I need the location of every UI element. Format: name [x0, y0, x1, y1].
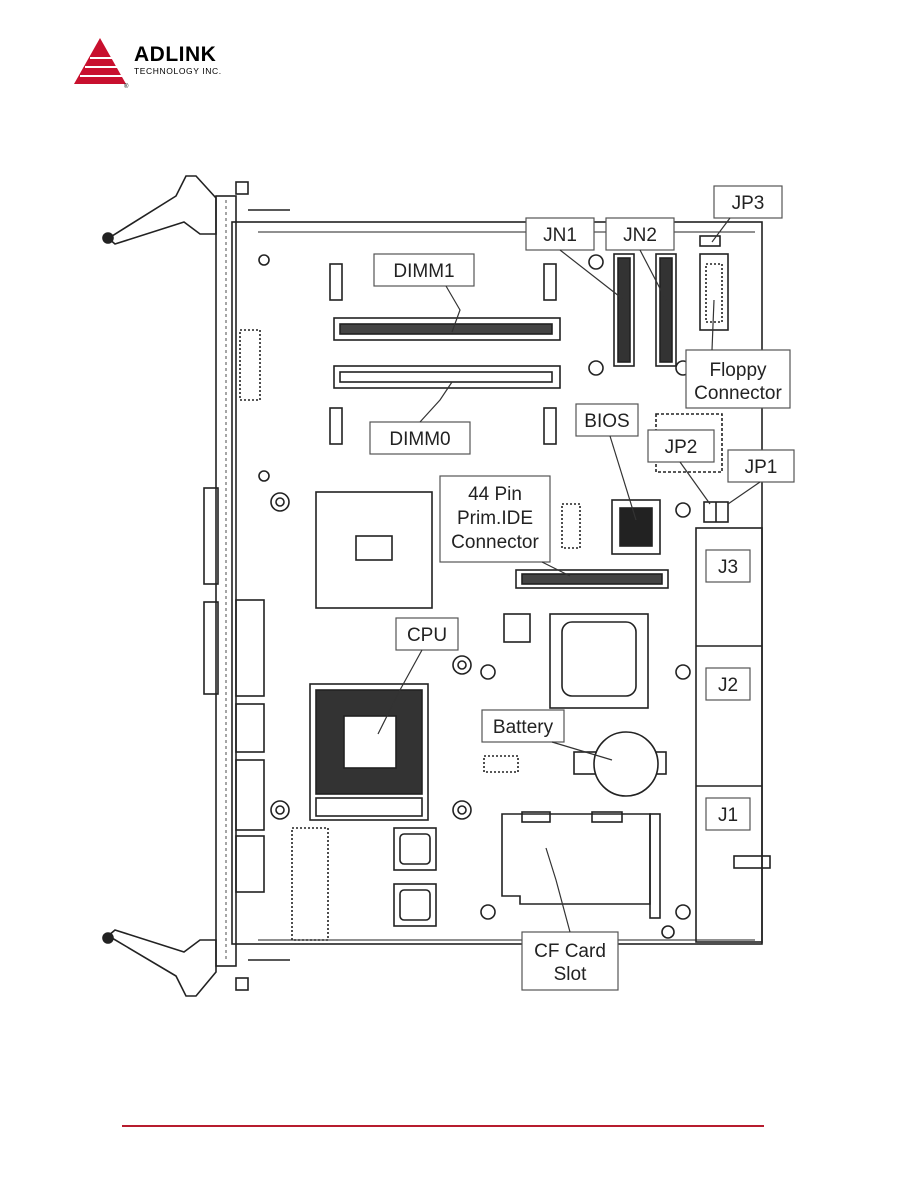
- jn1-label: JN1: [543, 225, 577, 246]
- label-box-jp1: [727, 449, 795, 483]
- dimm0-slot: [329, 365, 561, 445]
- dimm1-slot: [329, 263, 561, 341]
- label-box-jn2: [605, 217, 675, 251]
- j1-label: J1: [718, 805, 738, 826]
- label-box-jp3: [713, 185, 783, 219]
- dimm0-label: DIMM0: [389, 429, 450, 450]
- cf-label-line2: Slot: [554, 964, 587, 985]
- label-box-floppy: [685, 349, 791, 409]
- brand-name: ADLINK: [134, 43, 217, 66]
- label-box-dimm1: [373, 253, 475, 287]
- floppy-label-line2: Connector: [694, 383, 782, 404]
- label-box-battery: [481, 709, 565, 743]
- jp3-jumper: [699, 235, 721, 247]
- label-box-jn1: [525, 217, 595, 251]
- brand-tagline: TECHNOLOGY INC.: [134, 66, 222, 76]
- label-box-jp2: [647, 429, 715, 463]
- label-box-ide: [439, 475, 551, 563]
- cf-label-line1: CF Card: [534, 941, 606, 962]
- label-box-j1: [705, 797, 751, 831]
- rear-connector-block: [695, 527, 763, 943]
- label-box-bios: [575, 403, 639, 437]
- ide-connector: [515, 569, 669, 589]
- footer-rule: [122, 1125, 764, 1127]
- ide-label-line2: Prim.IDE: [457, 508, 533, 529]
- jp3-label: JP3: [732, 193, 765, 214]
- top-ejector-handle: [106, 175, 217, 245]
- adlink-logo: ® ADLINK TECHNOLOGY INC.: [74, 36, 274, 90]
- svg-text:®: ®: [124, 83, 129, 90]
- ide-label-line1: 44 Pin: [468, 484, 522, 505]
- southbridge-chip: [549, 613, 649, 709]
- front-panel: [215, 195, 237, 967]
- northbridge-chip: [315, 491, 433, 609]
- j2-label: J2: [718, 675, 738, 696]
- adlink-triangle-icon: ®: [74, 38, 129, 90]
- floppy-label-line1: Floppy: [709, 360, 767, 381]
- battery-label: Battery: [493, 717, 554, 738]
- label-box-dimm0: [369, 421, 471, 455]
- jp2-label: JP2: [665, 437, 698, 458]
- bottom-ejector-handle: [106, 929, 217, 997]
- floppy-connector: [699, 253, 729, 331]
- dimm1-label: DIMM1: [393, 261, 454, 282]
- jn2-label: JN2: [623, 225, 657, 246]
- label-box-j3: [705, 549, 751, 583]
- battery-holder: [573, 731, 667, 797]
- cpu-label: CPU: [407, 625, 447, 646]
- bios-label: BIOS: [584, 411, 629, 432]
- label-box-cpu: [395, 617, 459, 651]
- label-box-j2: [705, 667, 751, 701]
- j3-label: J3: [718, 557, 738, 578]
- jp1-label: JP1: [745, 457, 778, 478]
- label-box-cf: [521, 931, 619, 991]
- ide-label-line3: Connector: [451, 532, 539, 553]
